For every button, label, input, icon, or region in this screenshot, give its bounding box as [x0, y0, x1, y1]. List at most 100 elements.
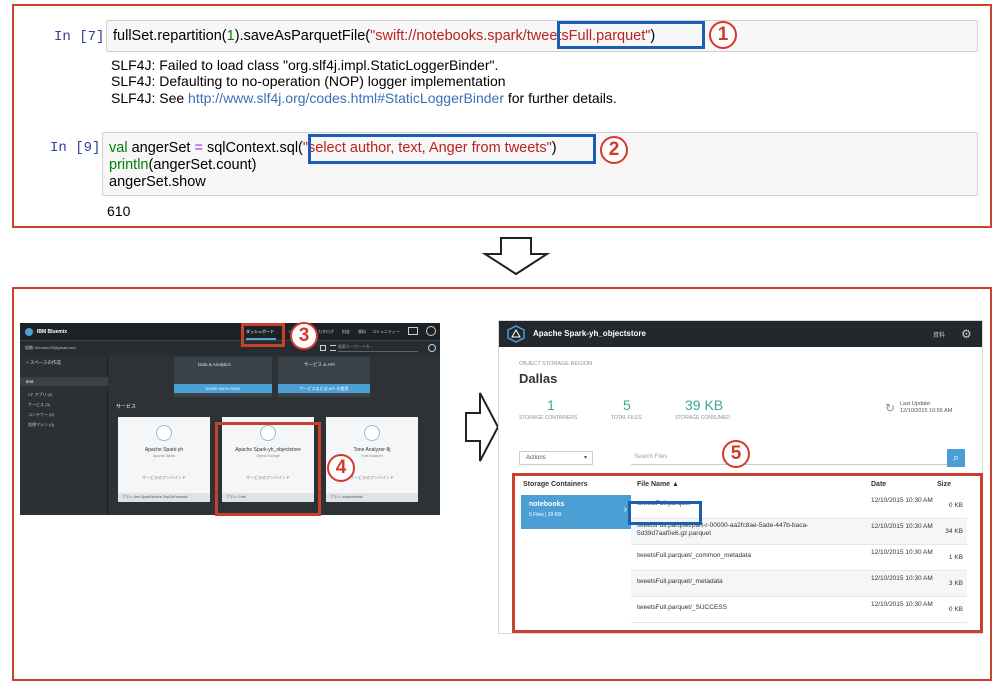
file-size: 34 KB	[945, 528, 963, 535]
sidebar-item-vms[interactable]: 仮想マシン (0)	[28, 422, 54, 427]
file-date: 12/10/2015 10:30 AM	[871, 523, 933, 530]
cell-9-input[interactable]: val angerSet = sqlContext.sql("select au…	[102, 132, 978, 196]
file-name: tweetsFull.parquet/_common_metadata	[637, 552, 752, 559]
file-date: 12/10/2015 10:30 AM	[871, 601, 933, 608]
container-name: notebooks	[529, 501, 565, 508]
sidebar-item-services[interactable]: サービス (3)	[28, 402, 50, 407]
gear-icon[interactable]: ⚙	[961, 327, 972, 341]
file-row[interactable]: tweetsFull.parquet/_metadata 12/10/2015 …	[631, 571, 967, 597]
actions-label: Actions	[526, 455, 546, 461]
service-name: Apache Spark-yh	[144, 447, 184, 453]
service-card-spark[interactable]: Apache Spark-yh Apache Spark サービスのアンバインド…	[118, 417, 210, 502]
search-files-input[interactable]: Search Files	[631, 451, 947, 465]
file-date: 12/10/2015 10:30 AM	[871, 549, 933, 556]
bluemix-brand: IBM Bluemix	[37, 329, 68, 335]
hero-title: サービス & API	[304, 362, 335, 367]
bluemix-sidebar: + スペースの作成 test CF アプリ (0) サービス (3) コンテナー…	[20, 355, 108, 515]
docs-link[interactable]: 資料	[933, 333, 946, 339]
nav-pricing[interactable]: 料金	[342, 329, 350, 334]
service-plan: プラン: experimental	[326, 493, 418, 502]
code-text: ).saveAsParquetFile(	[234, 28, 371, 44]
nav-catalog[interactable]: カタログ	[318, 329, 334, 334]
container-notebooks[interactable]: notebooks 5 Files | 39 KB ›	[521, 495, 631, 529]
object-storage-icon	[260, 425, 276, 441]
highlight-box-dashboard-tab	[241, 323, 285, 347]
nav-community[interactable]: コミュニティー	[372, 329, 400, 334]
file-size: 0 KB	[948, 502, 963, 509]
code-text: )	[650, 28, 656, 44]
file-row[interactable]: tweetsFull.parquet/_common_metadata 12/1…	[631, 545, 967, 571]
container-meta: 5 Files | 39 KB	[529, 512, 562, 518]
unbind-service-link[interactable]: サービスのアンバインド	[142, 475, 186, 480]
grid-view-icon[interactable]	[320, 345, 326, 351]
header-date[interactable]: Date	[871, 481, 887, 488]
sidebar-item-cf-apps[interactable]: CF アプリ (0)	[28, 392, 53, 397]
code-keyword: val	[109, 140, 128, 156]
unbind-service-link[interactable]: サービスのアンバインド	[350, 475, 394, 480]
marker-2: 2	[600, 136, 628, 164]
code-text: )	[551, 140, 557, 156]
bottom-panel: IBM Bluemix ダッシュボード ソリューション カタログ 料金 資料 コ…	[12, 287, 992, 681]
stat-storage-value: 39 KB	[685, 397, 724, 413]
stat-files-value: 5	[623, 397, 631, 413]
work-with-data-button[interactable]: WORK WITH DATA	[174, 384, 272, 393]
code-text: fullSet.repartition(	[113, 28, 227, 44]
marker-1: 1	[709, 21, 737, 49]
bluemix-subbar: 組織: tkimasu78@gmail.com 検索キーワードを...	[20, 341, 440, 355]
code-string-highlighted: "select author, text, Anger from tweets"	[302, 140, 552, 156]
hero-title: Data & Analytics	[198, 362, 231, 367]
nav-docs[interactable]: 資料	[358, 329, 366, 334]
service-type: Apache Spark	[153, 454, 175, 458]
refresh-icon[interactable]: ↻	[885, 401, 896, 415]
highlight-box-sql-query	[308, 134, 596, 164]
nav-dashboard[interactable]: ダッシュボード	[246, 329, 274, 334]
file-size: 0 KB	[948, 606, 963, 613]
code-string: "swift://notebooks.spark	[370, 28, 523, 44]
list-view-icon[interactable]	[330, 345, 336, 351]
highlight-box-files-table	[512, 473, 983, 633]
unbind-service-link[interactable]: サービスのアンバインド	[246, 475, 290, 480]
chevron-down-icon: ▾	[583, 455, 587, 461]
output-text: for further details.	[503, 90, 617, 106]
slf4j-link[interactable]: http://www.slf4j.org/codes.html#StaticLo…	[188, 90, 504, 106]
notebook-panel: In [7]: fullSet.repartition(1).saveAsPar…	[12, 4, 992, 228]
object-storage-panel: Apache Spark-yh_objectstore 資料 ⚙ OBJECT …	[498, 320, 983, 634]
service-plan: プラン: ibm.SparkService.PayGoPersonal	[118, 493, 210, 502]
org-selector[interactable]: 組織: tkimasu78@gmail.com	[25, 345, 76, 350]
header-size[interactable]: Size	[937, 481, 952, 488]
info-icon[interactable]	[428, 344, 436, 352]
file-date: 12/10/2015 10:30 AM	[871, 575, 933, 582]
nav-active-indicator	[246, 338, 276, 340]
header-file-name[interactable]: File Name ▲	[637, 481, 679, 488]
file-date: 12/10/2015 10:30 AM	[871, 497, 933, 504]
dashboard-search-input[interactable]: 検索キーワードを...	[338, 344, 418, 352]
file-size: 3 KB	[948, 580, 963, 587]
bluemix-topbar: IBM Bluemix ダッシュボード ソリューション カタログ 料金 資料 コ…	[20, 323, 440, 341]
region-label: OBJECT STORAGE REGION	[519, 361, 593, 367]
add-space-button[interactable]: + スペースの作成	[26, 360, 61, 365]
code-text: angerSet	[127, 140, 195, 156]
highlight-box-objectstore-card	[215, 422, 321, 516]
actions-dropdown[interactable]: Actions ▾	[519, 451, 593, 465]
stat-storage-label: STORAGE CONSUMED	[675, 415, 730, 421]
search-icon[interactable]: ⌕	[947, 449, 965, 467]
stat-files-label: TOTAL FILES	[611, 415, 642, 421]
sidebar-space-test[interactable]: test	[20, 377, 108, 386]
code-operator: =	[194, 140, 203, 156]
cell-7-input[interactable]: fullSet.repartition( 1 ).saveAsParquetFile…	[106, 20, 978, 52]
output-text: SLF4J: See	[111, 90, 189, 106]
file-row[interactable]: tweetsFull.parquet/_SUCCESS 12/10/2015 1…	[631, 597, 967, 623]
last-update: Last Update: 12/10/2015 10:56 AM	[900, 401, 952, 415]
marker-3: 3	[290, 322, 318, 350]
notifications-icon[interactable]	[408, 327, 418, 335]
cell-9-code-line-3: angerSet.show	[109, 174, 206, 190]
sidebar-item-containers[interactable]: コンテナー (0)	[28, 412, 54, 417]
service-card-objectstore[interactable]: Apache Spark-yh_objectstore Object Stora…	[222, 417, 314, 502]
down-arrow-icon	[481, 237, 551, 276]
service-name: Apache Spark-yh_objectstore	[235, 447, 301, 453]
stat-containers-value: 1	[547, 397, 555, 413]
file-name: tweetsFull.parquet/_metadata	[637, 578, 723, 585]
use-services-button[interactable]: サービスまたは API の使用	[278, 384, 370, 393]
avatar[interactable]	[426, 326, 436, 336]
stat-containers-label: STORAGE CONTAINERS	[519, 415, 578, 421]
